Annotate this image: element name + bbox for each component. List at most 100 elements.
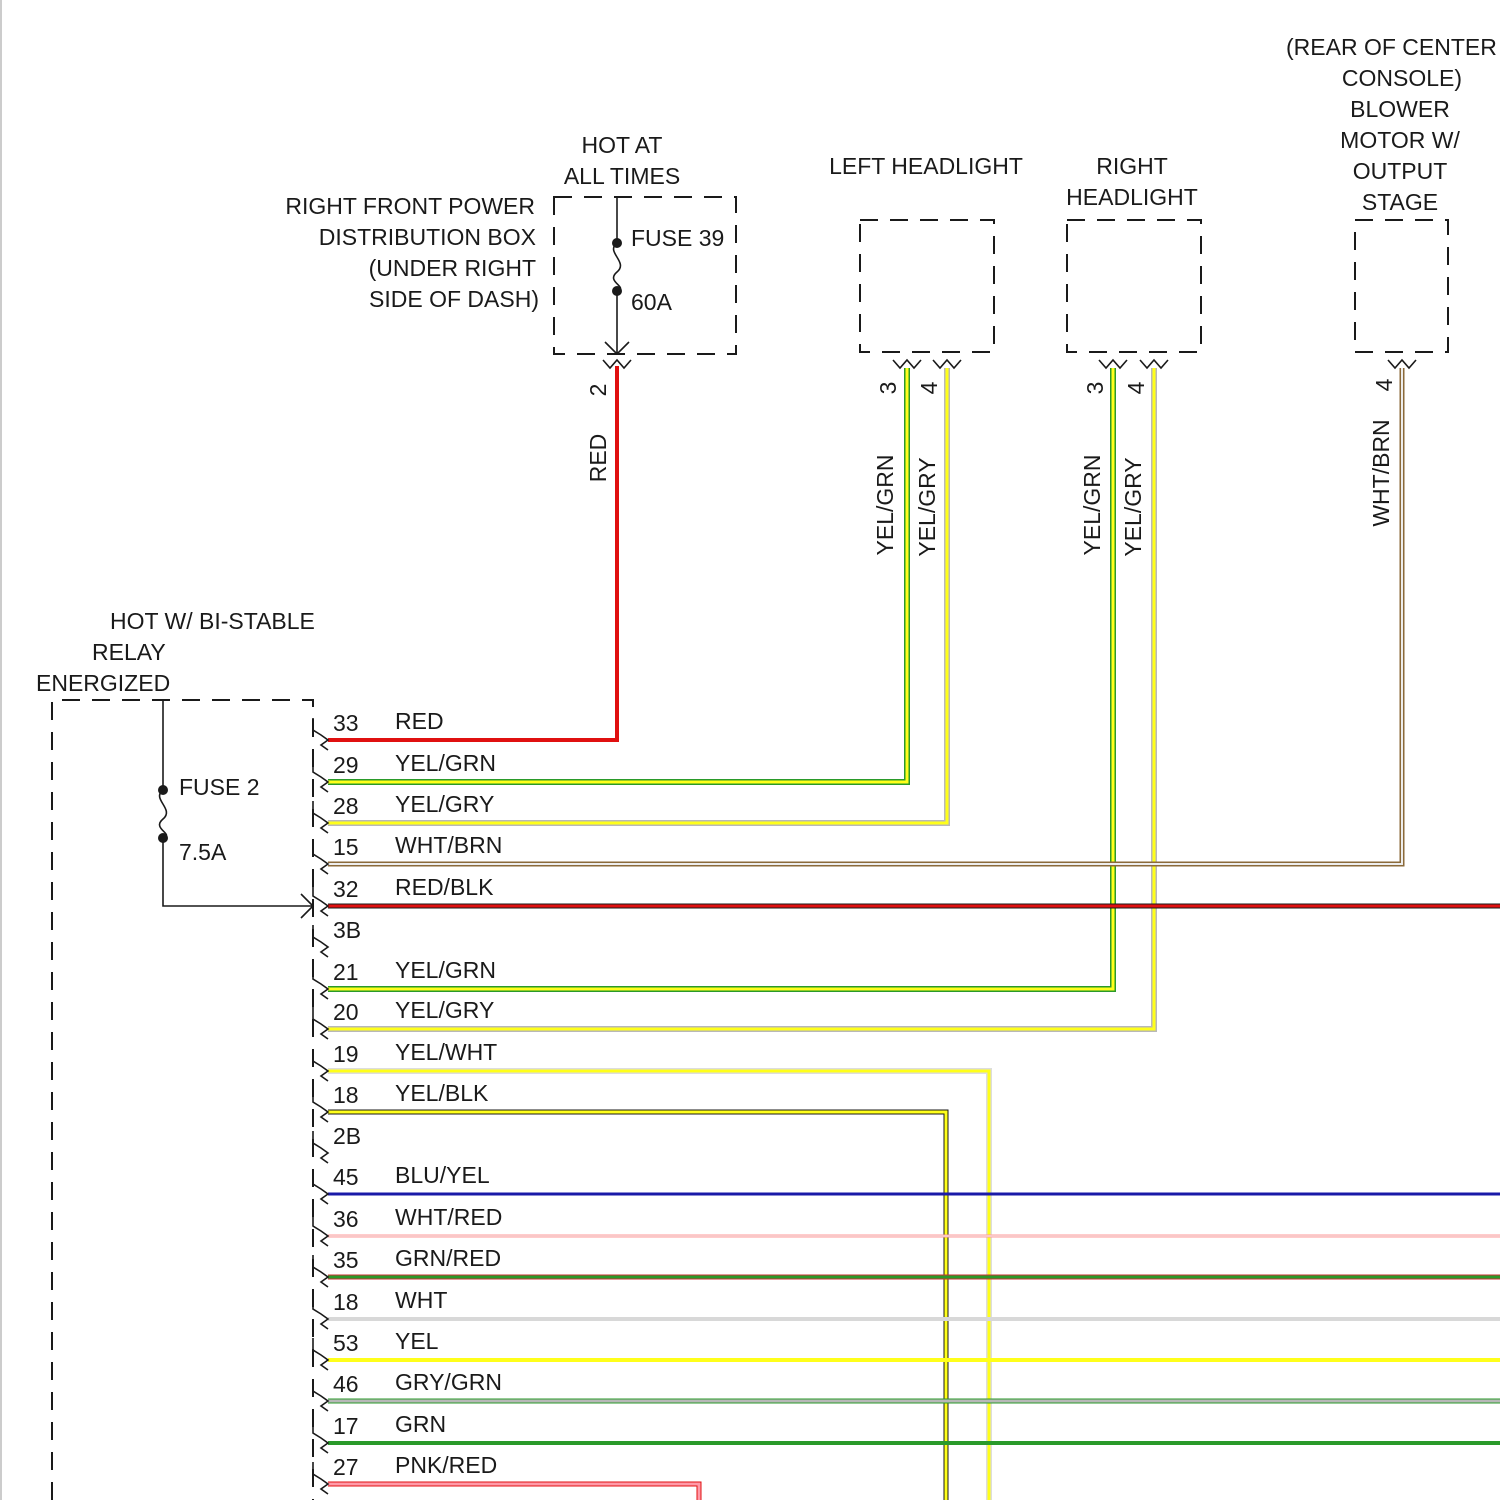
connector-pin-row: 17 GRN: [313, 1411, 446, 1453]
pin-wire-color: YEL/GRY: [395, 791, 494, 817]
left-headlight-box: [860, 220, 994, 368]
vwire-color: YEL/GRN: [872, 455, 898, 556]
connector-pin-row: 27 PNK/RED: [313, 1452, 497, 1494]
connector-pin-row: 3B: [313, 917, 361, 957]
right-headlight-box: [1067, 220, 1201, 368]
pin-wire-color: GRN: [395, 1411, 446, 1437]
pin-wire-color: YEL: [395, 1328, 439, 1354]
hot-relay-line1: HOT W/ BI-STABLE: [110, 608, 315, 634]
relay-fuse-box: FUSE 2 7.5A: [52, 700, 313, 1500]
pin-wire-color: WHT: [395, 1287, 447, 1313]
pin-marker: [313, 884, 328, 916]
pin-number: 19: [333, 1041, 359, 1067]
blower-label-line2: CONSOLE): [1342, 65, 1462, 91]
pin-wire-color: GRN/RED: [395, 1245, 501, 1271]
left-headlight-label: LEFT HEADLIGHT: [829, 153, 1023, 179]
pin-marker: [313, 718, 328, 750]
rfpdb-label-line1: RIGHT FRONT POWER: [285, 193, 535, 219]
vwire-pin: 3: [1082, 382, 1108, 395]
pin-number: 17: [333, 1413, 359, 1439]
connector-pin-row: 33 RED: [313, 708, 444, 750]
blower-label-line5: OUTPUT: [1353, 158, 1448, 184]
hot-at-all-times-line1: HOT AT: [582, 132, 663, 158]
pin-wire-color: PNK/RED: [395, 1452, 497, 1478]
pin-marker: [313, 925, 328, 957]
pin-marker: [313, 760, 328, 792]
vwire-pin: 2: [585, 384, 611, 397]
vwire-label-5: 4 YEL/GRY: [1120, 381, 1149, 556]
connector-pin-row: 28 YEL/GRY: [313, 791, 494, 833]
vwire-label-4: 3 YEL/GRN: [1079, 382, 1108, 556]
pin-number: 29: [333, 752, 359, 778]
pin-wire-color: BLU/YEL: [395, 1162, 490, 1188]
pin-marker: [313, 1049, 328, 1081]
pin-number: 33: [333, 710, 359, 736]
hot-relay-line2: RELAY: [92, 639, 166, 665]
rfpdb-label-line2: DISTRIBUTION BOX: [319, 224, 536, 250]
vwire-pin: 4: [1123, 381, 1149, 394]
pin-marker: [313, 1172, 328, 1204]
pin-marker: [313, 1421, 328, 1453]
right-headlight-label-line2: HEADLIGHT: [1066, 184, 1198, 210]
hot-at-all-times-line2: ALL TIMES: [564, 163, 680, 189]
pin-marker: [313, 1131, 328, 1163]
connector-pin-row: 21 YEL/GRN: [313, 957, 496, 999]
pin-number: 27: [333, 1454, 359, 1480]
connector-pin-row: 46GRY/GRN: [313, 1369, 502, 1411]
pin-number: 45: [333, 1164, 359, 1190]
right-headlight-label-line1: RIGHT: [1096, 153, 1168, 179]
pin-marker: [313, 1007, 328, 1039]
hot-relay-line3: ENERGIZED: [36, 670, 170, 696]
vwire-pin: 3: [875, 382, 901, 395]
pin-wire-color: RED/BLK: [395, 874, 494, 900]
wire-blower-wht-brn: [328, 368, 1402, 864]
fuse2-rating: 7.5A: [179, 839, 227, 865]
vwire-pin: 4: [1371, 378, 1397, 391]
pin-number: 18: [333, 1082, 359, 1108]
vwire-pin: 4: [916, 381, 942, 394]
blower-label-line3: BLOWER: [1350, 96, 1450, 122]
pin-number: 3B: [333, 917, 361, 943]
pin-wire-color: YEL/GRN: [395, 957, 496, 983]
pin-marker: [313, 842, 328, 874]
connector-pin-row: 2B: [313, 1123, 361, 1163]
pin-marker: [313, 1338, 328, 1370]
wire-right-headlight-yel-gry: [328, 368, 1154, 1029]
vwire-label-3: 4 YEL/GRY: [914, 381, 942, 556]
vwire-color: WHT/BRN: [1368, 419, 1394, 526]
blower-motor-box: [1355, 220, 1448, 368]
pin-number: 21: [333, 959, 359, 985]
vwire-color: YEL/GRN: [1079, 455, 1105, 556]
pin-marker: [313, 1255, 328, 1287]
connector-pin-row: 36 WHT/RED: [313, 1204, 502, 1246]
blower-label-line4: MOTOR W/: [1340, 127, 1460, 153]
pin-marker: [313, 1297, 328, 1329]
pin-marker: [313, 967, 328, 999]
pin-number: 32: [333, 876, 359, 902]
pin-wire-color: WHT/BRN: [395, 832, 502, 858]
vwire-color: RED: [585, 434, 611, 483]
pin-number: 28: [333, 793, 359, 819]
connector-pin-row: 45 BLU/YEL: [313, 1162, 490, 1204]
pin-marker: [313, 1090, 328, 1122]
pin-number: 15: [333, 834, 359, 860]
pin-marker: [313, 1379, 328, 1411]
blower-label-line1: (REAR OF CENTER: [1286, 34, 1497, 60]
vwire-color: YEL/GRY: [914, 457, 940, 556]
pin-number: 36: [333, 1206, 359, 1232]
pin-number: 18: [333, 1289, 359, 1315]
pin-wire-color: RED: [395, 708, 444, 734]
connector-pin-row: 32 RED/BLK: [313, 874, 494, 916]
pin-number: 46: [333, 1371, 359, 1397]
pin-marker: [313, 801, 328, 833]
blower-label-line6: STAGE: [1362, 189, 1438, 215]
pin-wire-color: YEL/GRY: [395, 997, 494, 1023]
pin-marker: [313, 1462, 328, 1494]
connector-pin-row: 19 YEL/WHT: [313, 1039, 497, 1081]
wire-pnk-red: [328, 1484, 699, 1500]
pin-marker: [313, 1214, 328, 1246]
pin-wire-color: WHT/RED: [395, 1204, 502, 1230]
pin-wire-color: YEL/WHT: [395, 1039, 497, 1065]
